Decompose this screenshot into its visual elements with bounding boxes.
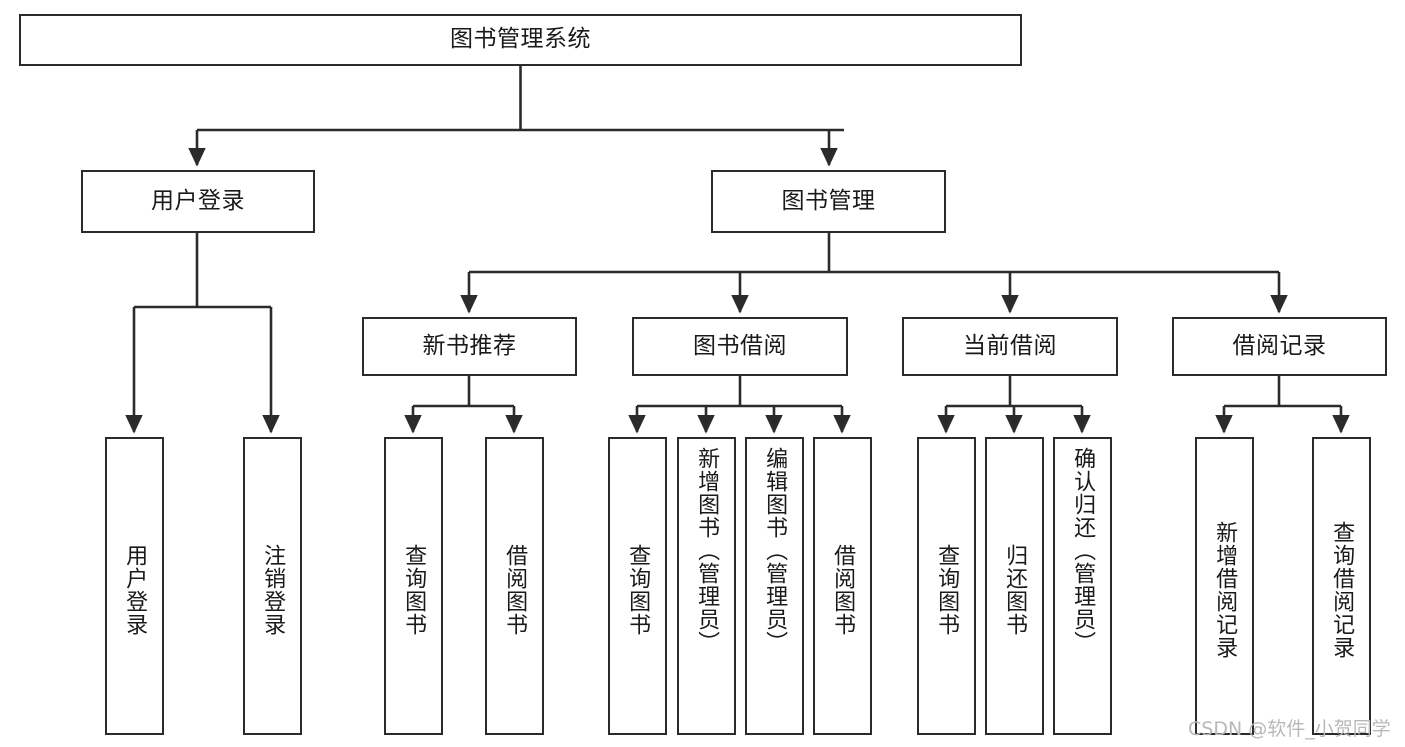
node-label: 归还图书 xyxy=(1002,544,1028,636)
watermark-text: CSDN @软件_小贺同学 xyxy=(1188,718,1391,740)
node-label: 新书推荐 xyxy=(422,332,517,359)
node-label: 用户登录 xyxy=(122,544,148,636)
node-label: 查询借阅记录 xyxy=(1329,521,1355,659)
node-root-book-management-system[interactable]: 图书管理系统 xyxy=(19,14,1022,66)
node-leaf-borrow-book-borrow[interactable]: 借阅图书 xyxy=(813,437,872,735)
node-label: 新增图书（管理员） xyxy=(694,447,720,654)
node-label: 查询图书 xyxy=(625,544,651,636)
node-label: 新增借阅记录 xyxy=(1212,521,1238,659)
node-label: 当前借阅 xyxy=(963,332,1057,359)
node-label: 查询图书 xyxy=(401,544,427,636)
node-label: 查询图书 xyxy=(934,544,960,636)
node-label: 用户登录 xyxy=(151,187,245,214)
node-user-login[interactable]: 用户登录 xyxy=(81,170,315,233)
node-label: 借阅图书 xyxy=(502,544,528,636)
node-leaf-logout-login[interactable]: 注销登录 xyxy=(243,437,302,735)
node-label: 图书管理系统 xyxy=(450,26,591,53)
node-leaf-borrow-book-recommend[interactable]: 借阅图书 xyxy=(485,437,544,735)
node-label: 注销登录 xyxy=(260,544,286,636)
node-book-management[interactable]: 图书管理 xyxy=(711,170,946,233)
node-leaf-add-book-admin[interactable]: 新增图书（管理员） xyxy=(677,437,736,735)
node-leaf-user-login[interactable]: 用户登录 xyxy=(105,437,164,735)
node-label: 图书借阅 xyxy=(693,332,787,359)
node-leaf-query-book-recommend[interactable]: 查询图书 xyxy=(384,437,443,735)
node-leaf-confirm-return-admin[interactable]: 确认归还（管理员） xyxy=(1053,437,1112,735)
node-book-borrow[interactable]: 图书借阅 xyxy=(632,317,848,376)
node-leaf-query-book-current[interactable]: 查询图书 xyxy=(917,437,976,735)
node-leaf-query-borrow-record[interactable]: 查询借阅记录 xyxy=(1312,437,1371,735)
node-leaf-add-borrow-record[interactable]: 新增借阅记录 xyxy=(1195,437,1254,735)
node-new-book-recommend[interactable]: 新书推荐 xyxy=(362,317,577,376)
node-label: 借阅记录 xyxy=(1232,332,1327,359)
node-label: 编辑图书（管理员） xyxy=(762,447,788,654)
node-leaf-return-book[interactable]: 归还图书 xyxy=(985,437,1044,735)
node-leaf-edit-book-admin[interactable]: 编辑图书（管理员） xyxy=(745,437,804,735)
node-label: 借阅图书 xyxy=(830,544,856,636)
node-label: 确认归还（管理员） xyxy=(1070,447,1096,654)
node-current-borrow[interactable]: 当前借阅 xyxy=(902,317,1118,376)
node-label: 图书管理 xyxy=(781,187,876,214)
node-borrow-record[interactable]: 借阅记录 xyxy=(1172,317,1387,376)
node-leaf-query-book-borrow[interactable]: 查询图书 xyxy=(608,437,667,735)
